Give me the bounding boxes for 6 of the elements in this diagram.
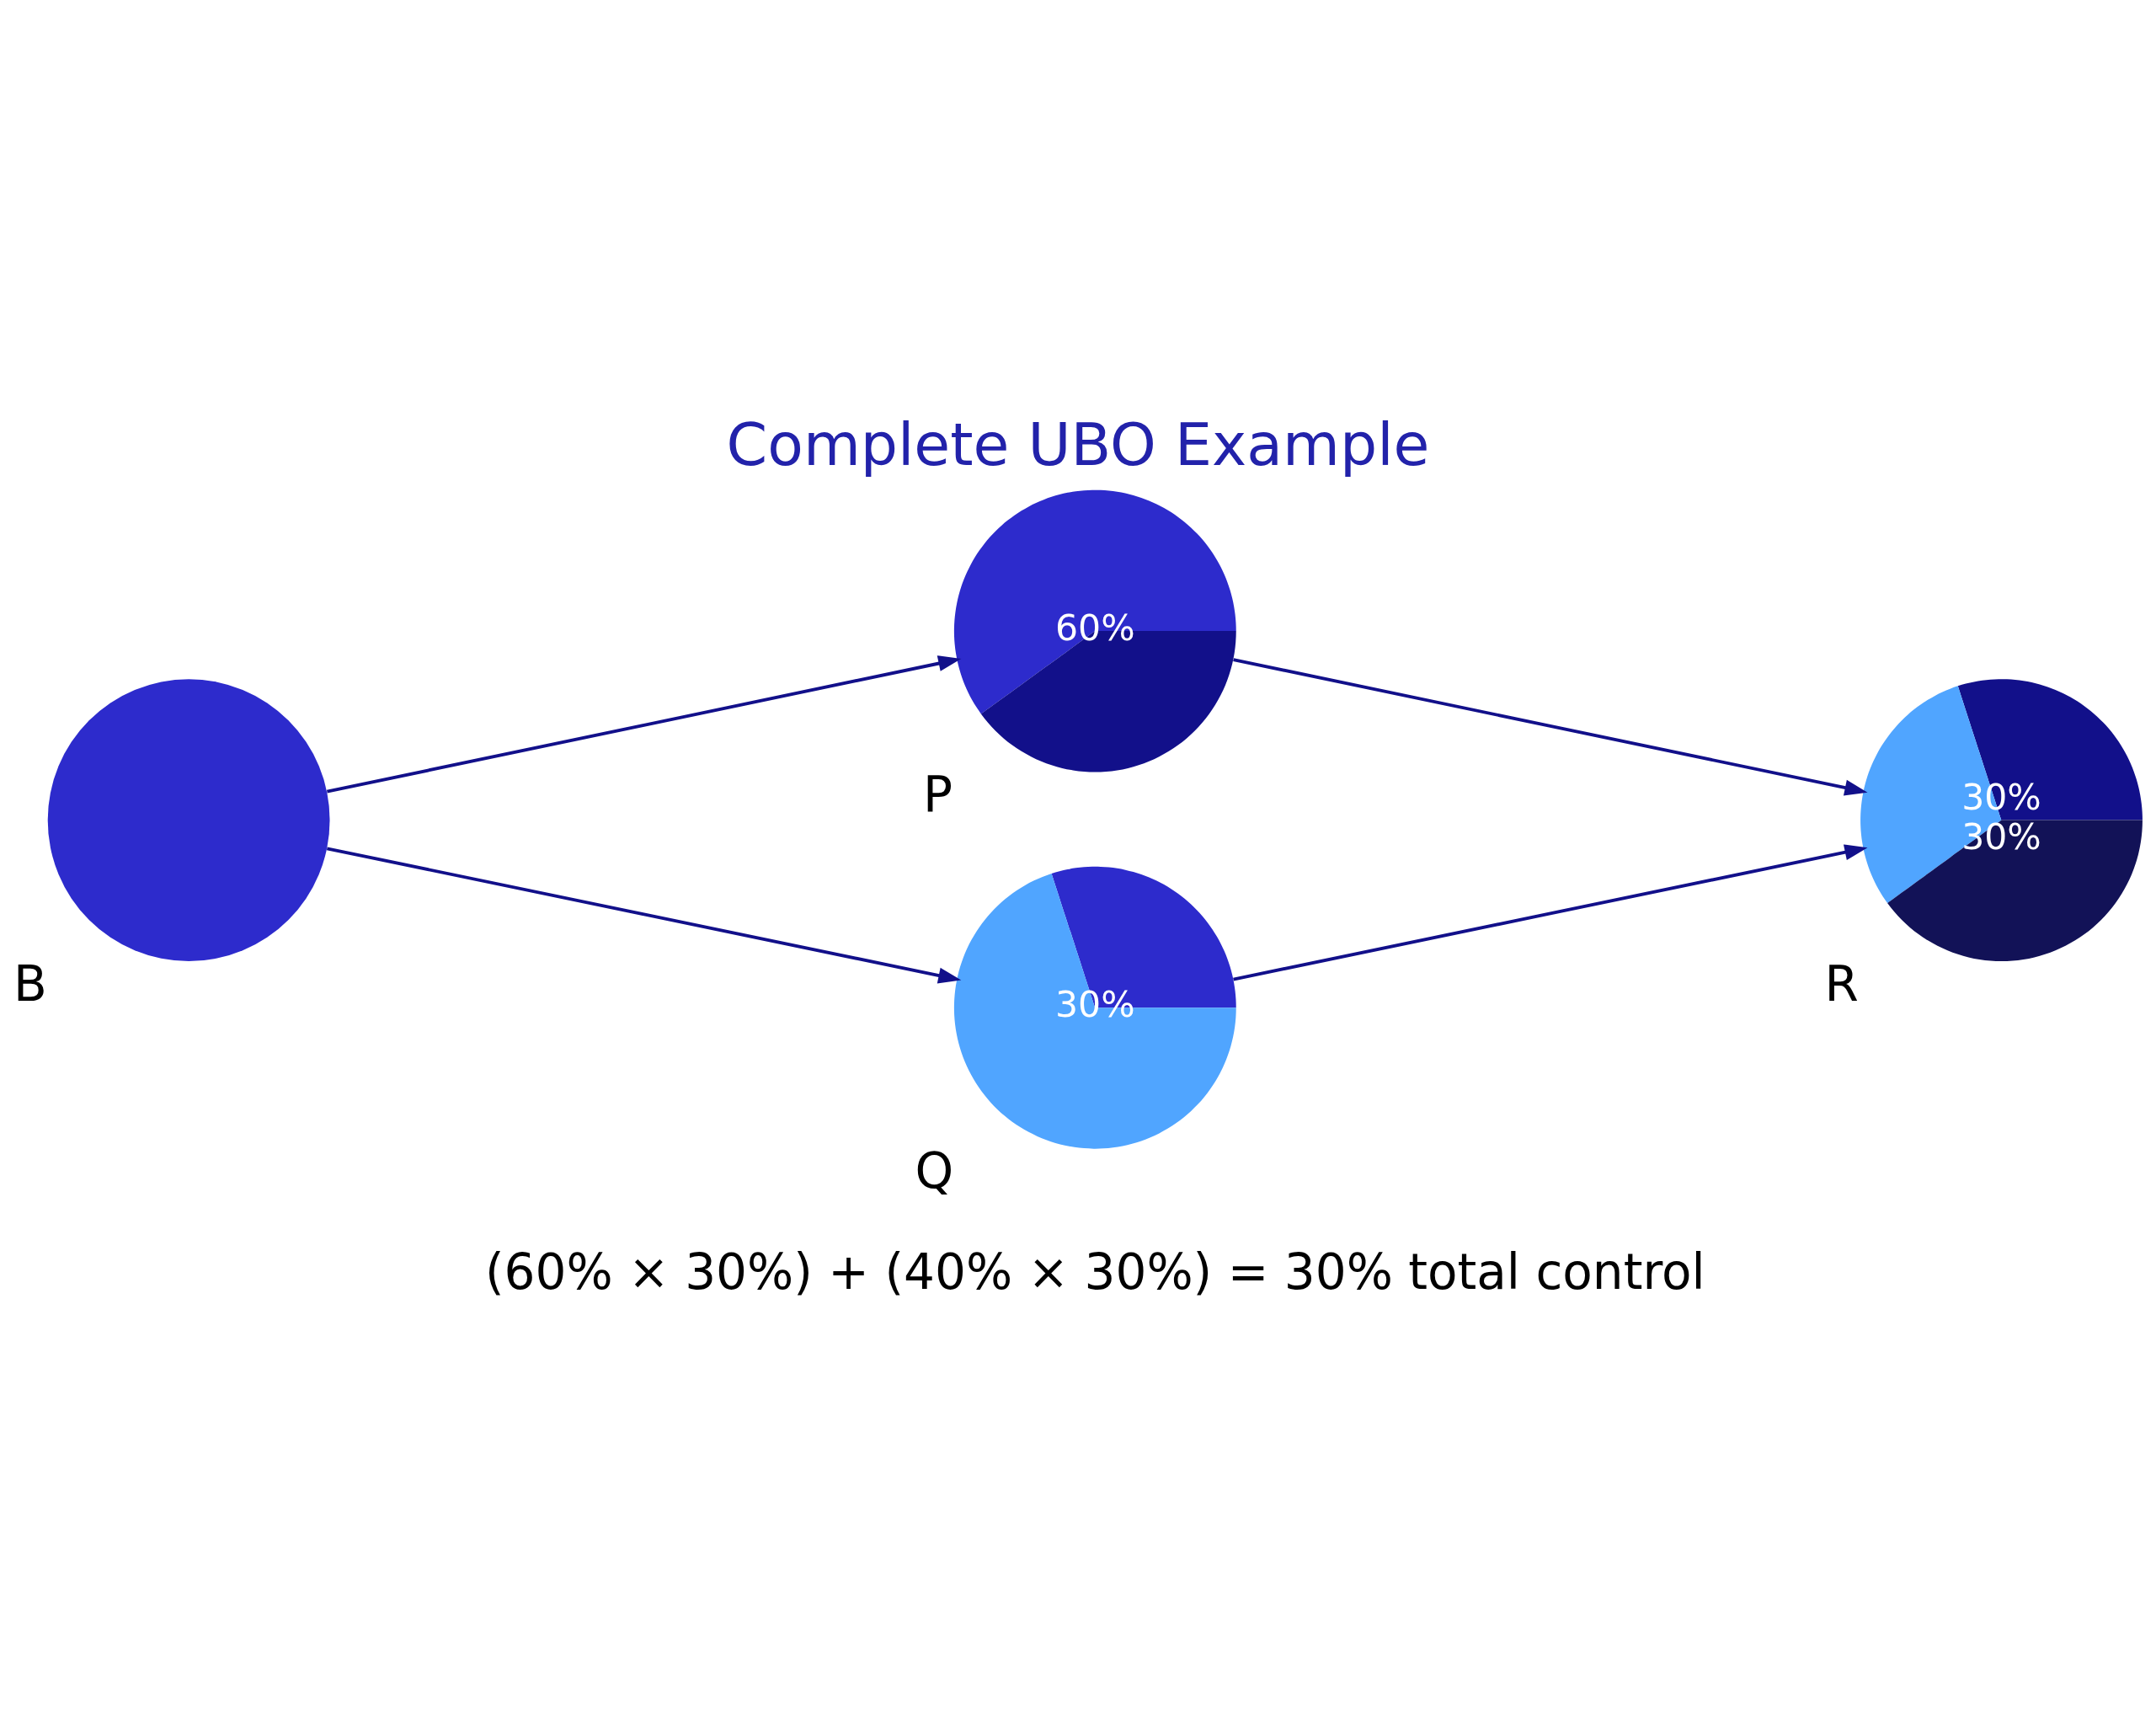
node-label: B (13, 954, 47, 1012)
node-label: R (1824, 954, 1859, 1012)
label: (60% × 30%) + (40% × 30%) = 30% total control (484, 1243, 1705, 1301)
node-label: Q (915, 1141, 954, 1200)
diagram-title: Complete UBO Example (726, 409, 1430, 478)
node-label: P (923, 765, 953, 823)
